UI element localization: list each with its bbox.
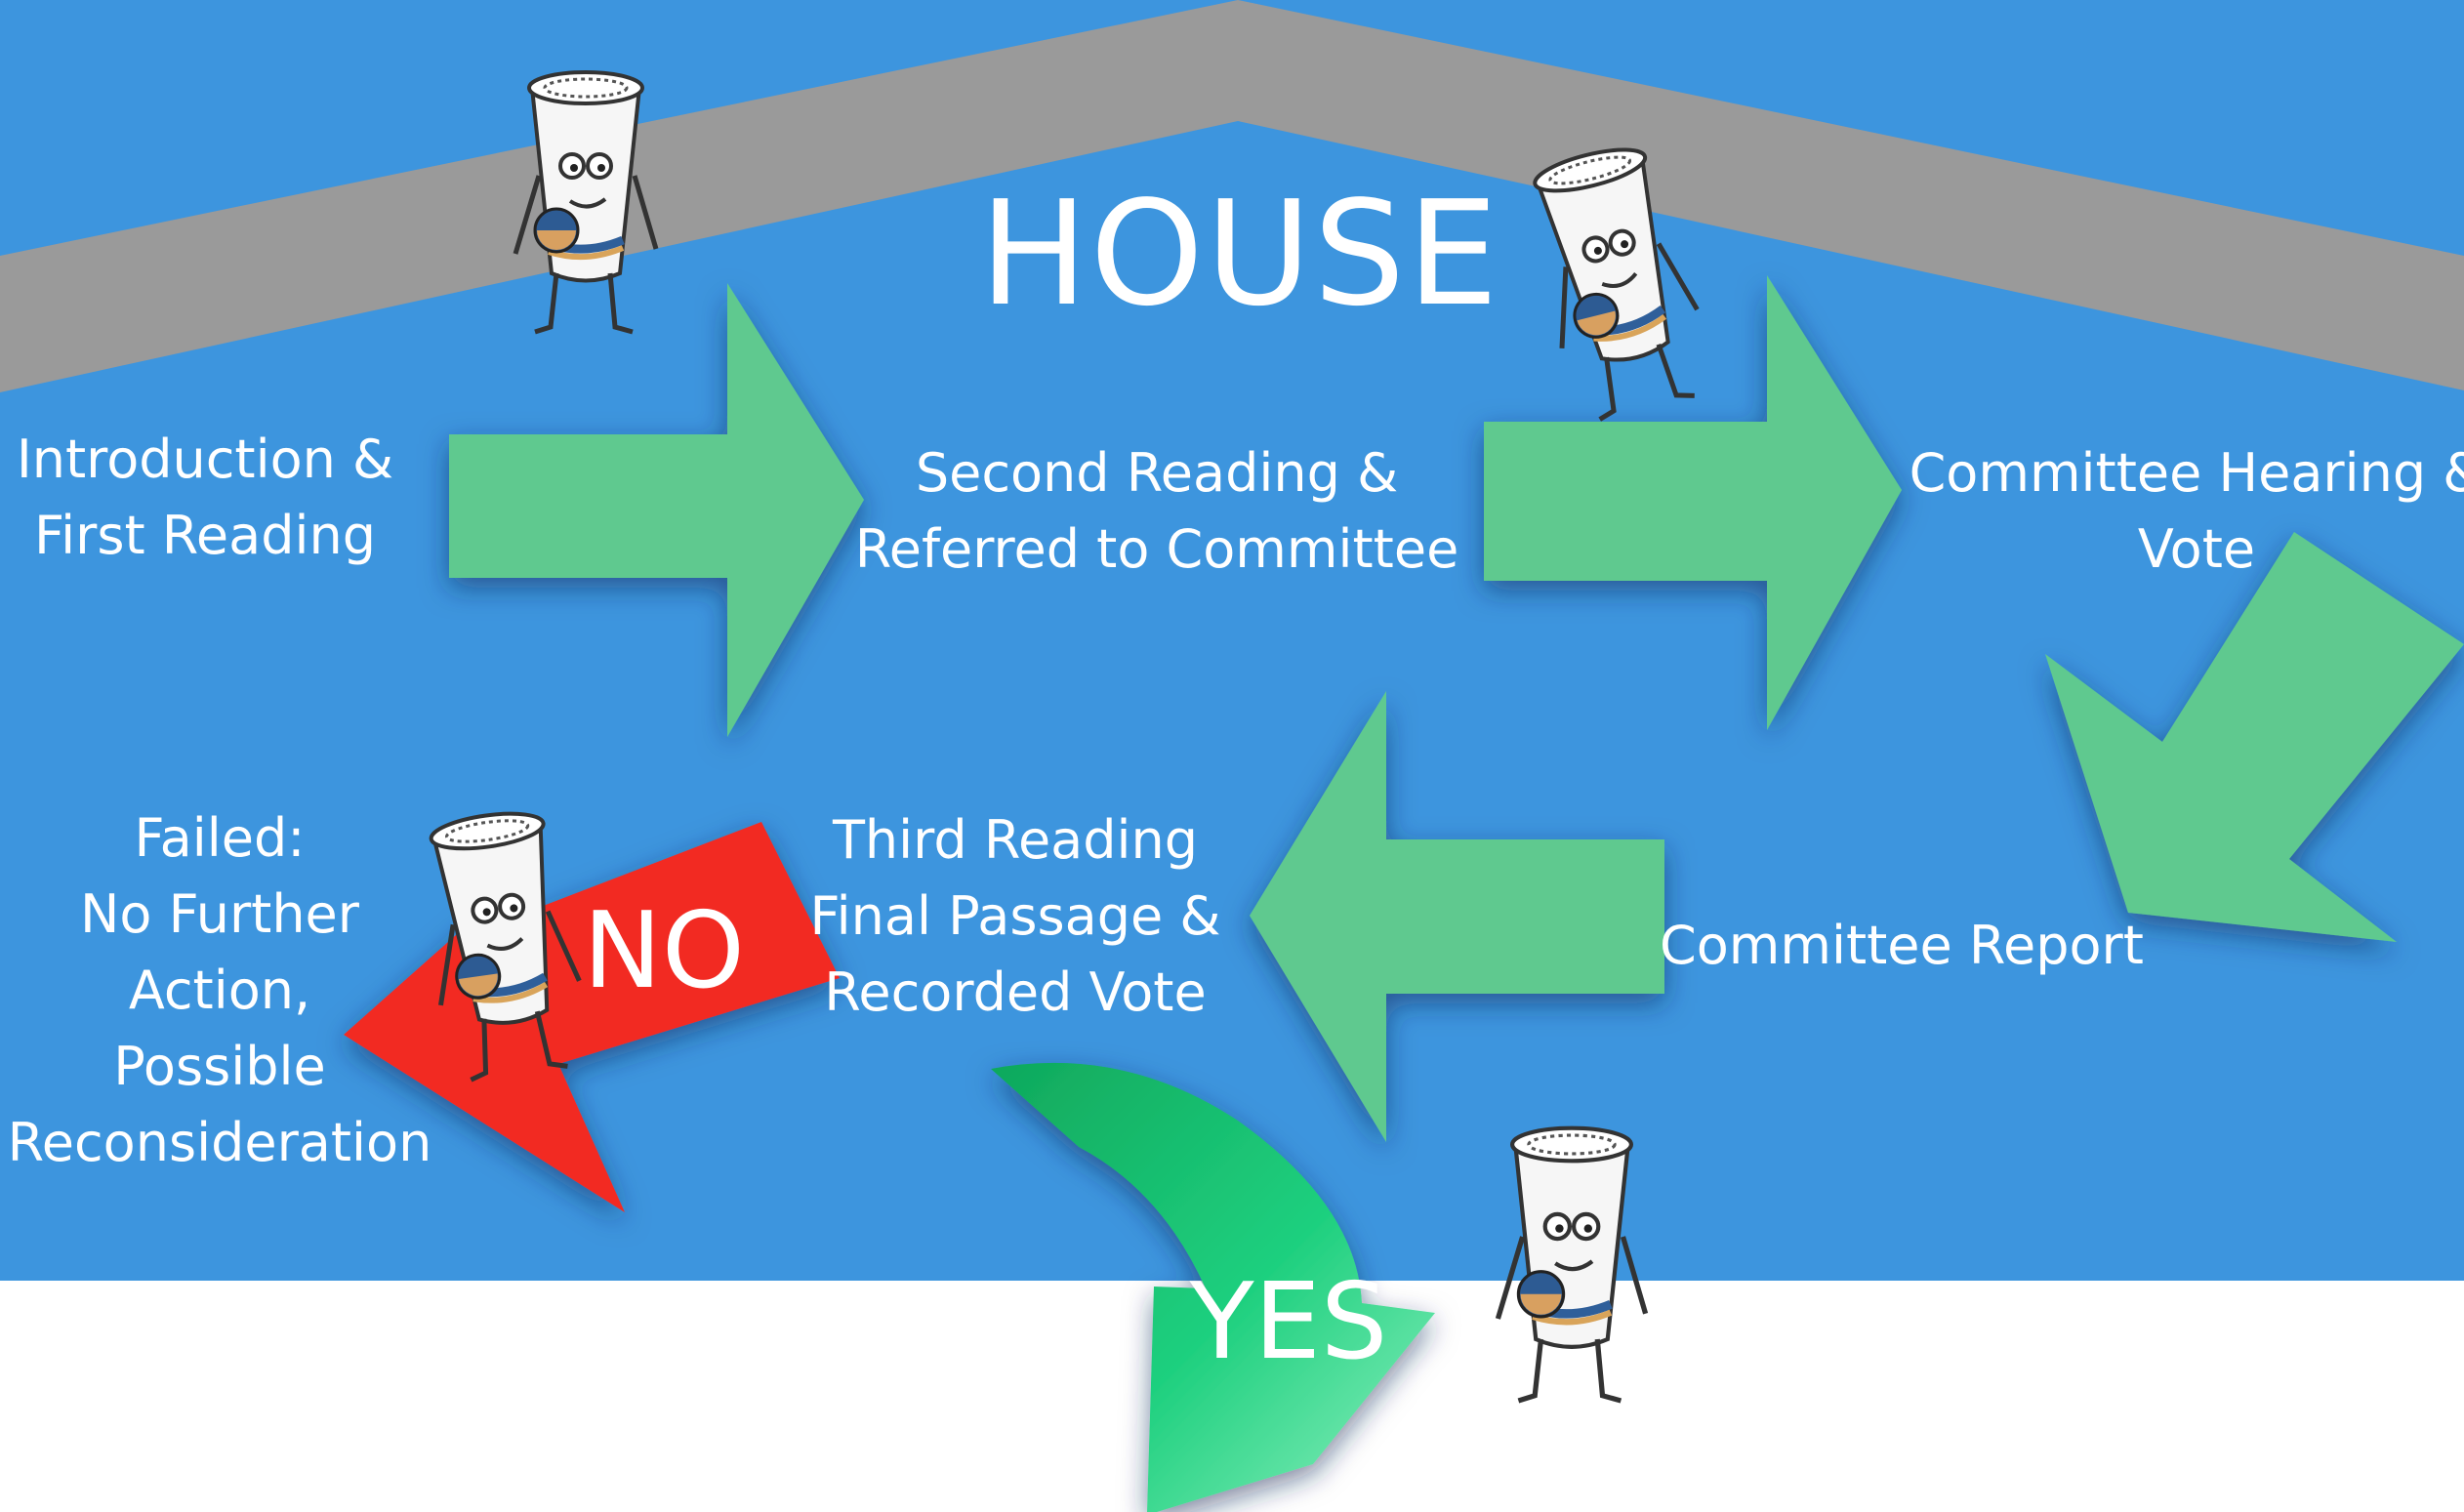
- step-hearing-line-1: Committee Hearing &: [1909, 442, 2464, 504]
- house-title: HOUSE: [979, 170, 1500, 338]
- roof: [0, 0, 2464, 392]
- arrow-hearing-to-report: [2045, 532, 2464, 942]
- step-committee-hearing-vote: Committee Hearing & Vote: [1884, 435, 2464, 588]
- no-outcome-label: NO: [583, 890, 745, 1012]
- step-third-line-3: Recorded Vote: [824, 961, 1207, 1023]
- step-failed: Failed: No Further Action, Possible Reco…: [0, 800, 439, 1181]
- step-intro-line-1: Introduction &: [16, 429, 394, 490]
- step-introduction-first-reading: Introduction & First Reading: [0, 422, 410, 574]
- step-intro-line-2: First Reading: [34, 505, 376, 566]
- step-failed-line-2: No Further: [80, 883, 359, 945]
- yes-outcome-label: YES: [1189, 1261, 1388, 1383]
- arrow-report-to-third: [1250, 691, 1664, 1142]
- step-committee-report: Committee Report: [1660, 915, 2144, 976]
- step-second-reading: Second Reading & Referred to Committee: [840, 435, 1474, 588]
- step-failed-line-4: Possible: [113, 1036, 326, 1097]
- step-second-line-1: Second Reading &: [915, 442, 1399, 504]
- step-failed-line-5: Reconsideration: [7, 1112, 432, 1173]
- step-third-reading: Third Reading Final Passage & Recorded V…: [801, 802, 1230, 1031]
- arrow-intro-to-second: [449, 283, 864, 737]
- step-failed-line-3: Action,: [128, 960, 311, 1021]
- step-second-line-2: Referred to Committee: [854, 518, 1459, 580]
- step-failed-line-1: Failed:: [134, 807, 306, 869]
- step-third-line-2: Final Passage &: [809, 885, 1221, 947]
- step-hearing-line-2: Vote: [2137, 518, 2256, 580]
- step-third-line-1: Third Reading: [832, 809, 1199, 871]
- arrow-second-to-hearing: [1484, 275, 1902, 730]
- yes-arrow: [991, 1062, 1435, 1512]
- no-arrow: [344, 822, 840, 1212]
